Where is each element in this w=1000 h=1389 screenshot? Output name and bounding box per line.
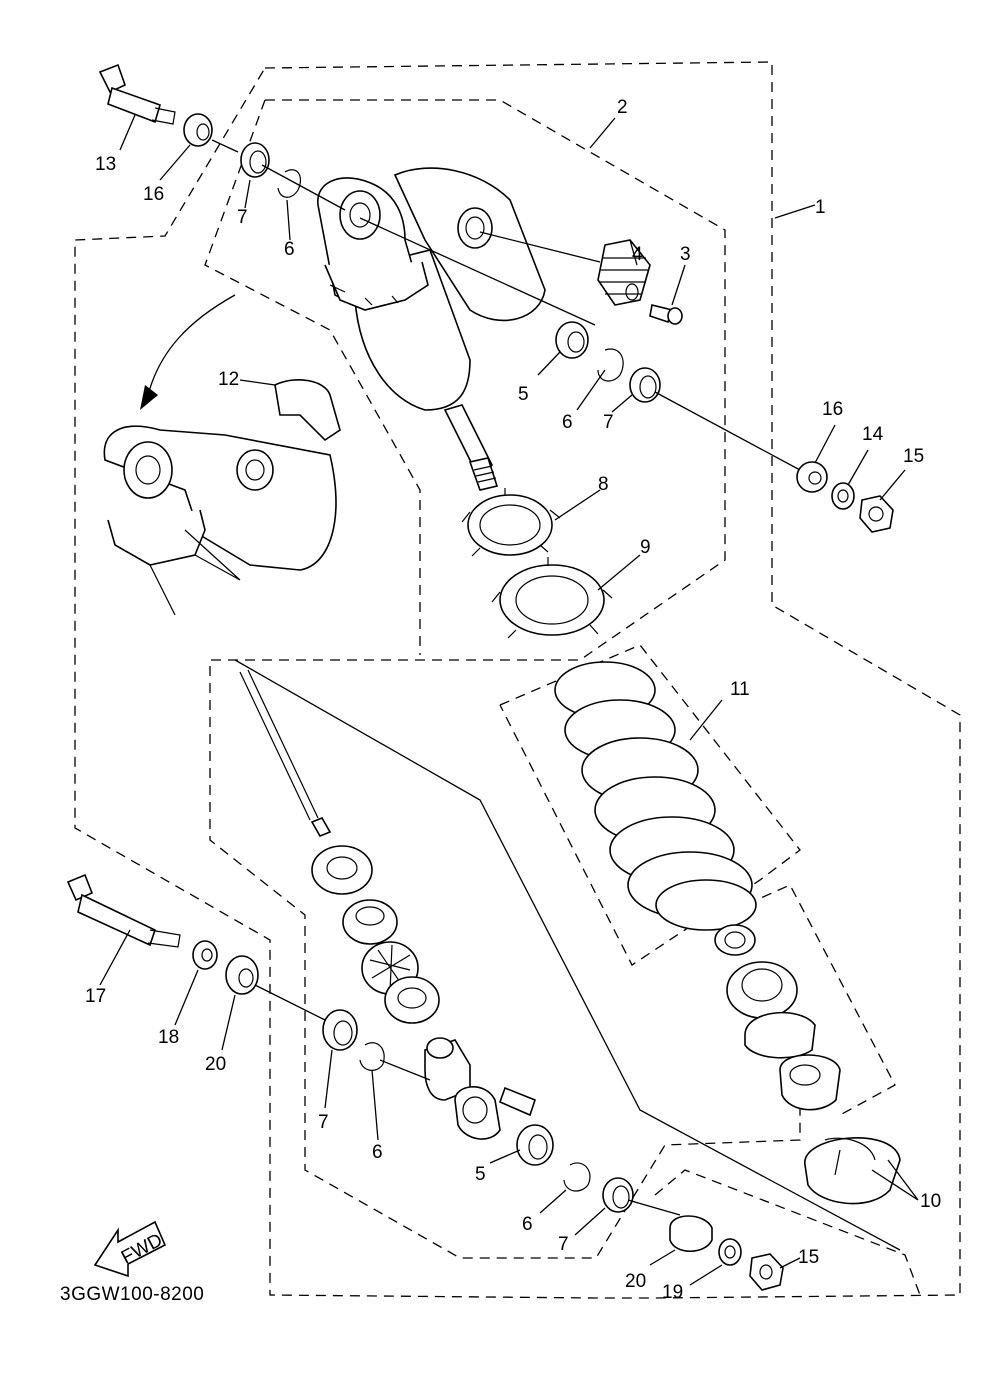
callout-8: 8 (598, 474, 609, 495)
callout-6-lower-left: 6 (372, 1142, 383, 1163)
callout-13: 13 (95, 154, 116, 175)
shock-body-upper (317, 167, 546, 491)
callout-5-upper: 5 (518, 384, 529, 405)
callout-14: 14 (862, 424, 884, 445)
outline-spring (499, 644, 801, 966)
callout-12: 12 (218, 369, 239, 390)
fwd-arrow-icon: FWD (93, 1220, 166, 1278)
callout-5-lower: 5 (475, 1164, 486, 1185)
group-outlines (74, 61, 961, 1299)
callout-7-lower-right: 7 (558, 1234, 569, 1255)
adjuster-hardware (359, 217, 894, 533)
callout-6-lower-right: 6 (522, 1214, 533, 1235)
callout-3: 3 (680, 244, 691, 265)
reservoir-inset (103, 294, 341, 616)
callout-leaders (99, 114, 919, 1286)
spring-adjust-nuts (461, 488, 613, 639)
lower-mount-hardware (66, 873, 784, 1291)
callout-16-right: 16 (822, 399, 843, 420)
callout-16-left: 16 (143, 184, 164, 205)
callout-15-upper: 15 (903, 446, 924, 467)
diagram-code: 3GGW100-8200 (60, 1284, 204, 1305)
callout-6-upper: 6 (562, 412, 573, 433)
lower-clevis-parts (239, 669, 591, 1192)
outline-group-2 (209, 99, 801, 1259)
callout-11: 11 (730, 679, 750, 700)
callout-19: 19 (662, 1282, 683, 1303)
lower-collars (714, 924, 901, 1205)
callout-1: 1 (815, 197, 826, 218)
callout-10: 10 (920, 1191, 941, 1212)
coil-spring (554, 661, 757, 931)
callout-7-top: 7 (237, 207, 248, 228)
outline-group-1 (74, 61, 961, 1299)
direction-arrow (147, 294, 236, 396)
callout-7-upper: 7 (603, 412, 614, 433)
callout-2: 2 (617, 97, 628, 118)
callout-6-top: 6 (284, 239, 295, 260)
callout-labels: 1 2 3 4 5 6 7 8 9 10 11 12 13 14 15 16 1… (85, 97, 941, 1303)
callout-4: 4 (632, 244, 643, 265)
callout-7-lower-left: 7 (318, 1112, 329, 1133)
callout-20-right: 20 (625, 1271, 646, 1292)
outline-lower-hardware (654, 1169, 921, 1296)
upper-mount-hardware (98, 63, 346, 211)
callout-17: 17 (85, 986, 106, 1007)
callout-15-lower: 15 (798, 1247, 819, 1268)
outline-collars (699, 884, 896, 1116)
callout-18: 18 (158, 1027, 179, 1048)
callout-9: 9 (640, 537, 651, 558)
lower-assembly-outline (234, 659, 901, 1251)
callout-20-left: 20 (205, 1054, 226, 1075)
